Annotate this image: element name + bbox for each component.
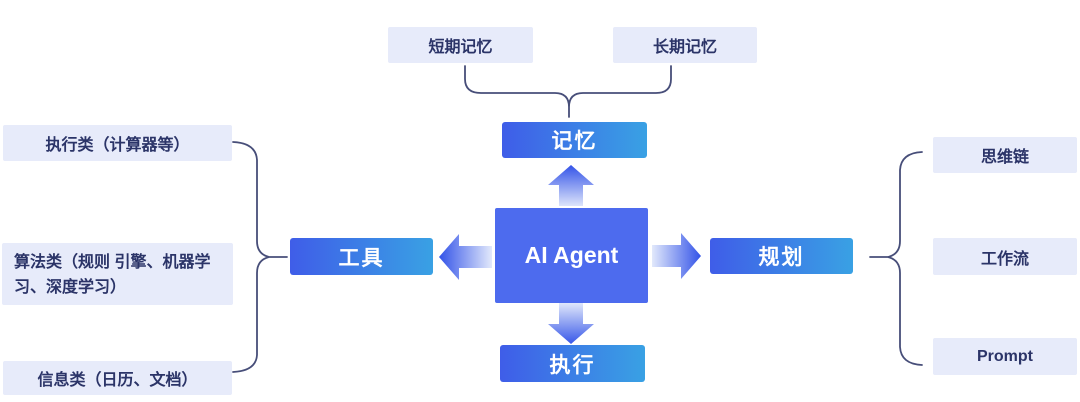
node-execution-class: 执行类（计算器等） — [3, 125, 232, 161]
node-prompt: Prompt — [933, 338, 1077, 375]
node-planning-hub: 规划 — [710, 238, 853, 274]
node-chain-of-thought: 思维链 — [933, 137, 1077, 173]
node-long-term-memory: 长期记忆 — [613, 27, 757, 63]
brace-planning — [869, 151, 923, 366]
node-workflow: 工作流 — [933, 238, 1077, 275]
arrow-right-icon — [652, 233, 701, 279]
node-information-class: 信息类（日历、文档） — [3, 361, 232, 395]
bracket-memory — [464, 65, 672, 118]
arrow-left-icon — [439, 234, 492, 280]
node-tools-hub: 工具 — [290, 238, 433, 275]
arrow-up-icon — [548, 165, 594, 206]
node-short-term-memory: 短期记忆 — [388, 27, 533, 63]
node-execution-hub: 执行 — [500, 345, 645, 382]
node-ai-agent: AI Agent — [495, 208, 648, 303]
node-memory-hub: 记忆 — [502, 122, 647, 158]
arrow-down-icon — [548, 303, 594, 344]
node-algorithm-class: 算法类（规则 引擎、机器学习、深度学习） — [2, 243, 233, 305]
brace-tools — [232, 141, 288, 373]
